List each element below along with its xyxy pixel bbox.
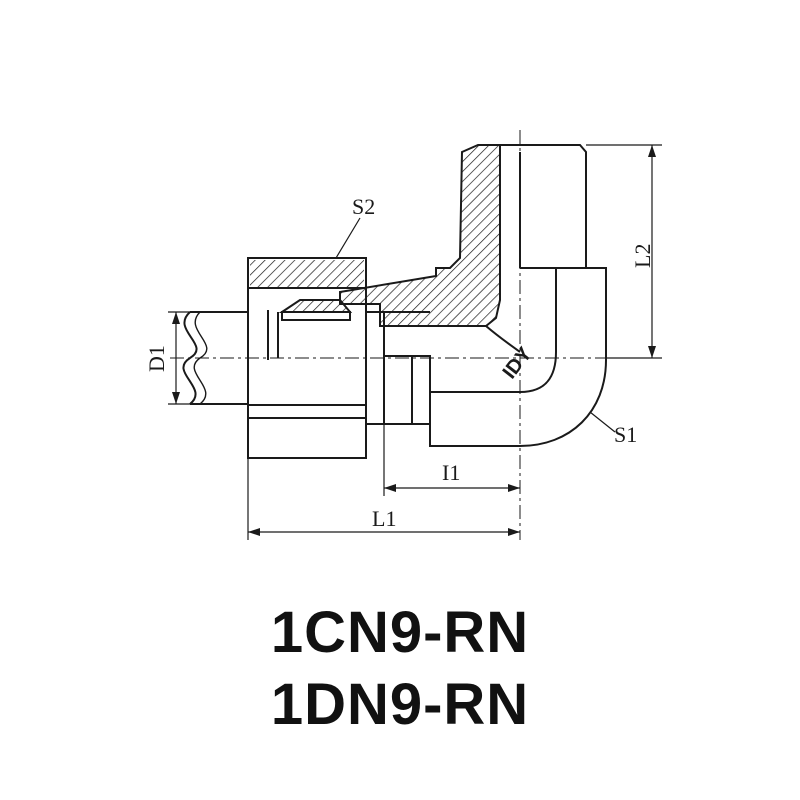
label-s1: S1: [614, 422, 637, 447]
dimension-lines: [168, 144, 662, 540]
label-d1: D1: [144, 345, 169, 372]
elbow-section: [339, 144, 501, 327]
part-code-1: 1CN9-RN: [270, 600, 530, 665]
arrowheads: [172, 145, 656, 536]
label-l2: L2: [630, 244, 655, 268]
part-code-2: 1DN9-RN: [270, 672, 530, 737]
label-s2: S2: [352, 194, 375, 219]
label-i1: I1: [442, 460, 460, 485]
body-neck: [365, 311, 431, 425]
label-l1: L1: [372, 506, 396, 531]
brand-mark: IDY: [499, 343, 537, 383]
elbow-bend: [429, 267, 607, 447]
center-lines: [170, 130, 640, 540]
